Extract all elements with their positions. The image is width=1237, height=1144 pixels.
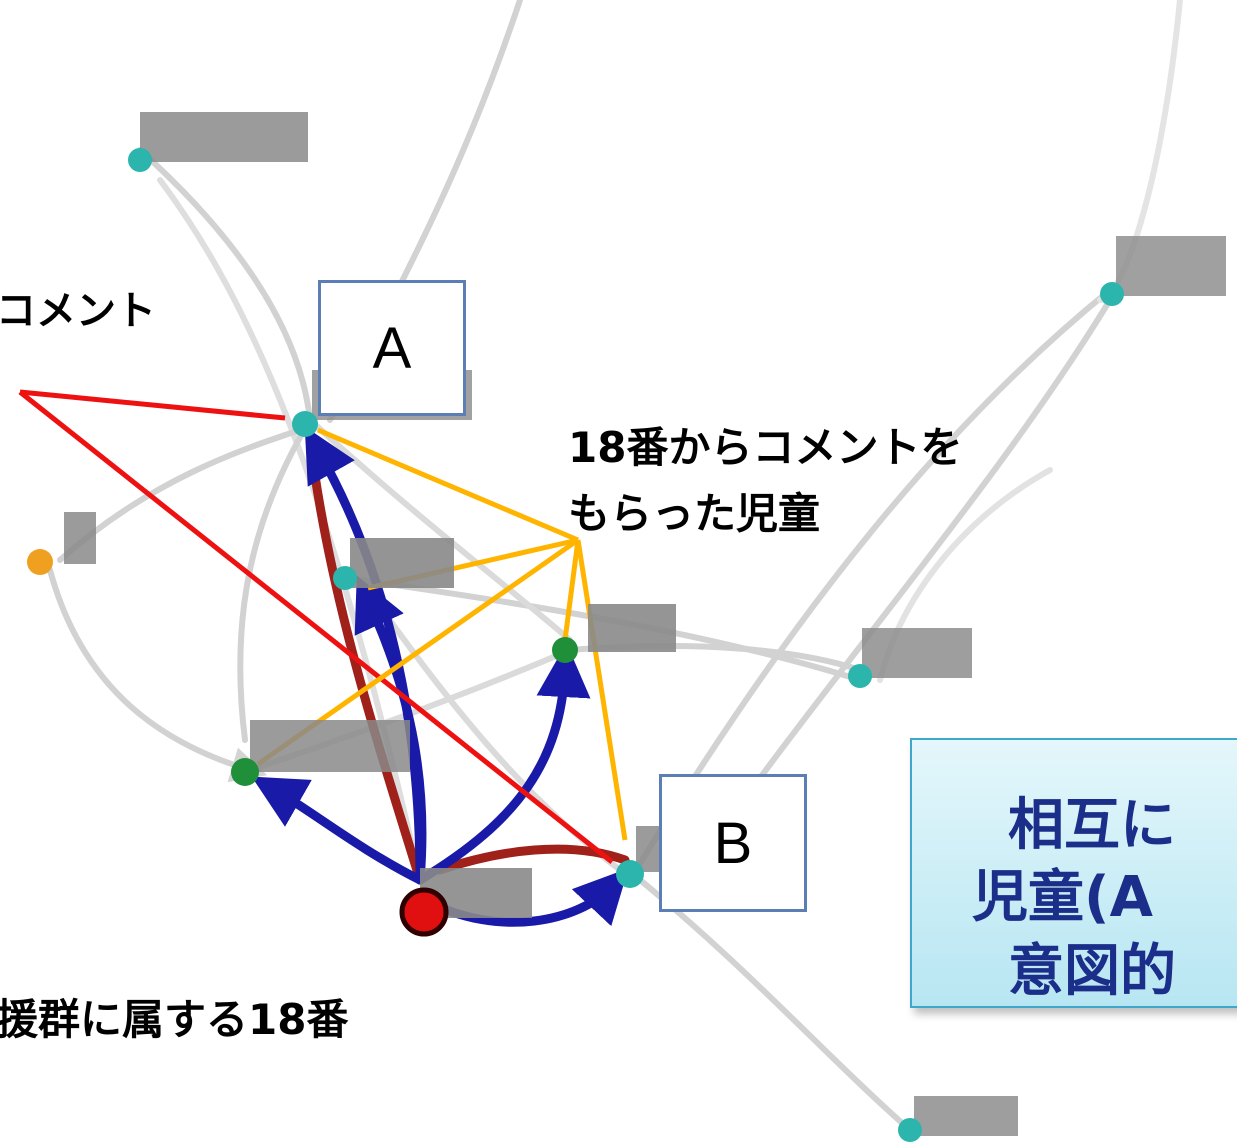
node-green-right — [552, 637, 578, 663]
red-annotation-lines — [18, 389, 614, 864]
callout-line-1: 相互に — [1008, 793, 1176, 858]
callout-line-3: 意図的 — [1008, 939, 1176, 1004]
node-18 — [399, 887, 449, 937]
node-teal-right — [848, 664, 872, 688]
label-box-a: A — [318, 280, 466, 416]
nodes — [27, 148, 1124, 1142]
node-orange — [27, 549, 53, 575]
student-18-label: 援群に属する18番 — [0, 995, 349, 1044]
node-teal-mid — [333, 566, 357, 590]
received-comment-label-line2: もらった児童 — [568, 489, 821, 538]
callout-line-2: 児童(A — [972, 865, 1153, 930]
node-teal-top — [128, 148, 152, 172]
received-comment-label-line1: 18番からコメントを — [568, 423, 963, 472]
comment-label: コメント — [0, 288, 156, 334]
node-teal-topright — [1100, 282, 1124, 306]
node-b — [616, 860, 644, 888]
node-teal-bottom — [898, 1118, 922, 1142]
callout-box: 相互に 児童(A 意図的 — [910, 738, 1237, 1008]
node-green-left — [231, 758, 259, 786]
label-box-b: B — [659, 774, 807, 912]
node-a — [292, 411, 318, 437]
